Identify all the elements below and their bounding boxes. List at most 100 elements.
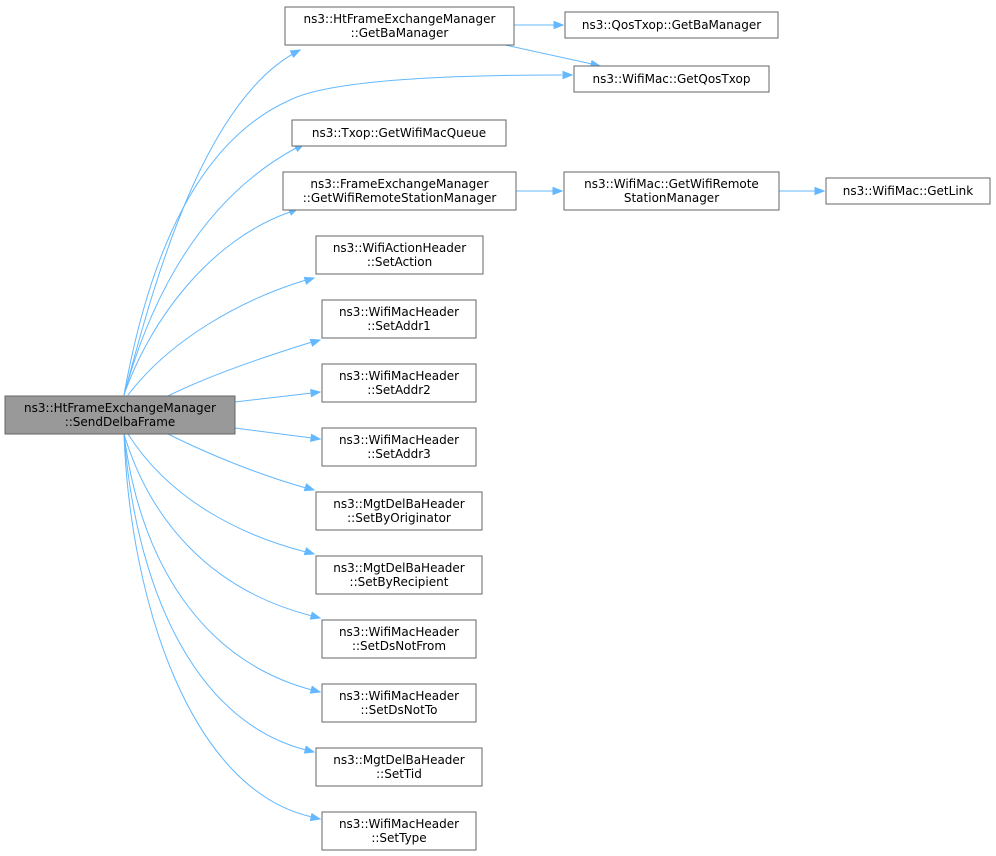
node-label-line: ns3::WifiMacHeader [339, 689, 459, 703]
arrow-head-icon [303, 547, 316, 556]
edge-line [123, 433, 313, 818]
node-n10[interactable]: ns3::WifiMacHeader::SetAddr2 [321, 363, 477, 403]
node-n2[interactable]: ns3::QosTxop::GetBaManager [564, 11, 779, 39]
node-box[interactable] [315, 555, 483, 595]
node-label-line: ::SetAddr1 [367, 319, 431, 333]
edge-line [123, 211, 291, 396]
arrow-head-icon [303, 276, 316, 285]
edge-root-to-n4 [123, 143, 306, 396]
arrow-head-icon [303, 745, 316, 754]
node-box[interactable] [825, 177, 991, 205]
node-n12[interactable]: ns3::MgtDelBaHeader::SetByOriginator [315, 491, 483, 531]
edge-root-to-n17 [123, 433, 322, 822]
node-box[interactable] [4, 395, 236, 435]
node-label-line: ::SetAddr2 [367, 383, 431, 397]
edge-line [123, 49, 301, 396]
node-n17[interactable]: ns3::WifiMacHeader::SetType [321, 811, 477, 851]
node-n6[interactable]: ns3::WifiMac::GetWifiRemoteStationManage… [563, 171, 780, 211]
node-box[interactable] [321, 427, 477, 467]
edge-n1-to-n2 [514, 20, 565, 30]
node-n13[interactable]: ns3::MgtDelBaHeader::SetByRecipient [315, 555, 483, 595]
node-label-line: ns3::MgtDelBaHeader [333, 497, 465, 511]
edge-line [127, 279, 307, 396]
node-label-line: ns3::WifiMacHeader [339, 369, 459, 383]
edge-root-to-n12 [167, 433, 316, 492]
edge-root-to-n14 [123, 433, 322, 620]
node-box[interactable] [284, 6, 515, 46]
edge-line [123, 147, 297, 396]
arrow-head-icon [309, 685, 322, 694]
node-n11[interactable]: ns3::WifiMacHeader::SetAddr3 [321, 427, 477, 467]
node-box[interactable] [321, 683, 477, 723]
node-box[interactable] [315, 235, 484, 275]
edge-line [127, 433, 307, 553]
arrow-head-icon [310, 388, 322, 398]
node-n14[interactable]: ns3::WifiMacHeader::SetDsNotFrom [321, 619, 477, 659]
nodes-layer: ns3::HtFrameExchangeManager::SendDelbaFr… [4, 6, 991, 851]
node-label-line: ::SetAddr3 [367, 447, 431, 461]
node-n5[interactable]: ns3::FrameExchangeManager::GetWifiRemote… [282, 171, 517, 211]
edge-line [167, 341, 313, 397]
arrow-head-icon [309, 338, 322, 347]
node-label-line: ns3::Txop::GetWifiMacQueue [312, 126, 486, 140]
node-box[interactable] [321, 363, 477, 403]
node-n3[interactable]: ns3::WifiMac::GetQosTxop [573, 65, 770, 93]
arrow-head-icon [303, 483, 316, 492]
node-label-line: ns3::FrameExchangeManager [310, 177, 488, 191]
node-box[interactable] [563, 171, 780, 211]
edge-n1-to-n3 [504, 44, 602, 69]
node-n15[interactable]: ns3::WifiMacHeader::SetDsNotTo [321, 683, 477, 723]
arrow-head-icon [552, 186, 564, 196]
edge-root-to-n15 [123, 433, 322, 694]
node-n7[interactable]: ns3::WifiMac::GetLink [825, 177, 991, 205]
node-label-line: ns3::WifiMac::GetWifiRemote [584, 177, 759, 191]
node-n9[interactable]: ns3::WifiMacHeader::SetAddr1 [321, 299, 477, 339]
node-box[interactable] [315, 747, 483, 787]
root-node[interactable]: ns3::HtFrameExchangeManager::SendDelbaFr… [4, 395, 236, 435]
node-box[interactable] [564, 11, 779, 39]
node-label-line: ::SetTid [376, 767, 422, 781]
node-label-line: ns3::MgtDelBaHeader [333, 561, 465, 575]
edge-root-to-n13 [127, 433, 316, 556]
edge-line [234, 392, 313, 403]
edge-line [123, 433, 307, 751]
node-box[interactable] [291, 119, 507, 147]
node-label-line: ns3::WifiMac::GetLink [843, 184, 973, 198]
edge-line [234, 427, 313, 439]
edge-line [123, 74, 563, 396]
node-label-line: ::GetBaManager [351, 26, 449, 40]
edge-n5-to-n6 [516, 186, 564, 196]
node-box[interactable] [282, 171, 517, 211]
node-label-line: ns3::HtFrameExchangeManager [24, 401, 216, 415]
arrow-head-icon [309, 611, 322, 620]
node-label-line: ns3::WifiMacHeader [339, 305, 459, 319]
edge-root-to-n11 [234, 427, 322, 442]
node-label-line: ns3::WifiMacHeader [339, 625, 459, 639]
arrow-head-icon [814, 186, 826, 196]
node-label-line: ::SetDsNotTo [361, 703, 438, 717]
node-label-line: ns3::WifiMacHeader [339, 433, 459, 447]
arrow-head-icon [310, 433, 322, 442]
node-box[interactable] [315, 491, 483, 531]
node-n16[interactable]: ns3::MgtDelBaHeader::SetTid [315, 747, 483, 787]
edge-root-to-n8 [127, 276, 316, 396]
edge-root-to-n10 [234, 388, 322, 403]
node-box[interactable] [573, 65, 770, 93]
edge-line [504, 44, 593, 65]
node-label-line: ::SetType [371, 831, 426, 845]
node-n8[interactable]: ns3::WifiActionHeader::SetAction [315, 235, 484, 275]
arrow-head-icon [553, 20, 565, 30]
node-label-line: ns3::HtFrameExchangeManager [304, 12, 496, 26]
node-n1[interactable]: ns3::HtFrameExchangeManager::GetBaManage… [284, 6, 515, 46]
edge-line [167, 433, 307, 489]
node-box[interactable] [321, 619, 477, 659]
arrow-head-icon [562, 70, 574, 80]
node-label-line: ns3::WifiMac::GetQosTxop [593, 72, 751, 86]
node-n4[interactable]: ns3::Txop::GetWifiMacQueue [291, 119, 507, 147]
edge-root-to-n1 [123, 49, 302, 396]
edge-root-to-n16 [123, 433, 316, 754]
node-box[interactable] [321, 811, 477, 851]
node-box[interactable] [321, 299, 477, 339]
node-label-line: ns3::WifiActionHeader [333, 241, 466, 255]
